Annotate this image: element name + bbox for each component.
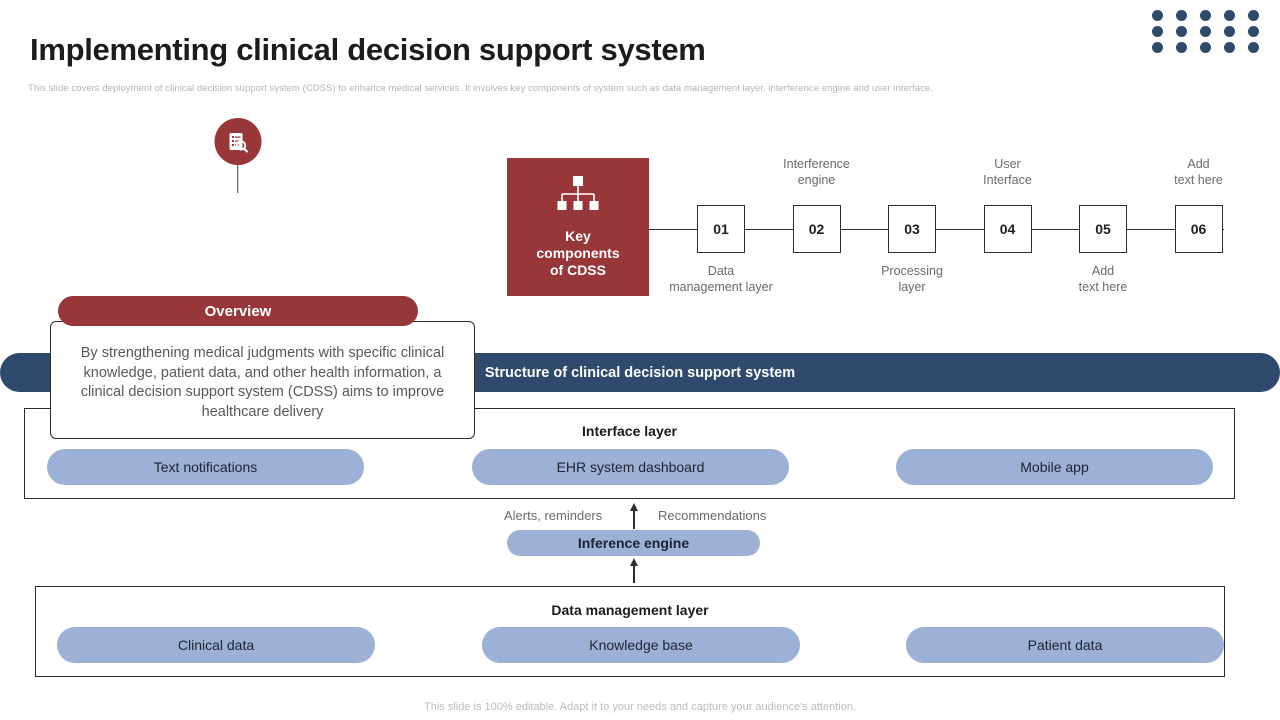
key-components-title: Key components of CDSS [536,228,619,279]
arrow-up-to-interface [626,503,642,529]
page-title: Implementing clinical decision support s… [30,32,706,67]
overview-connector [236,165,239,193]
document-search-icon [214,118,261,165]
step-box-02[interactable]: 02 [792,205,841,253]
pill-clinical-data[interactable]: Clinical data [57,627,375,663]
page-subtitle: This slide covers deployment of clinical… [28,83,933,94]
dot-grid-icon [1152,10,1272,58]
arrow-up-to-inference [626,558,642,583]
step-box-03[interactable]: 03 [888,205,936,253]
kc-line-1: Key [565,228,591,244]
pill-ehr-system-dashboard[interactable]: EHR system dashboard [472,449,789,485]
overview-text-box: By strengthening medical judgments with … [50,321,475,439]
hierarchy-icon [555,175,601,218]
data-management-layer-panel: Data management layer Clinical data Know… [35,586,1225,677]
overview-body-text: By strengthening medical judgments with … [80,345,445,420]
data-management-layer-title: Data management layer [551,602,709,618]
pill-knowledge-base[interactable]: Knowledge base [482,627,800,663]
interface-layer-title: Interface layer [582,423,677,439]
recommendations-label: Recommendations [658,508,767,523]
pill-patient-data[interactable]: Patient data [906,627,1224,663]
flow-line [649,229,1224,231]
step-box-05[interactable]: 05 [1079,205,1127,253]
alerts-reminders-label: Alerts, reminders [504,508,603,523]
kc-line-3: of CDSS [549,262,606,278]
overview-card: By strengthening medical judgments with … [25,118,475,444]
step-box-01[interactable]: 01 [697,205,745,253]
kc-line-2: components [536,245,620,261]
footer-note: This slide is 100% editable. Adapt it to… [424,701,856,713]
flow-connector-group [649,158,1249,298]
pill-text-notifications[interactable]: Text notifications [47,449,364,485]
inference-engine-pill[interactable]: Inference engine [507,530,760,556]
key-components-box: Key components of CDSS [507,158,649,296]
step-box-06[interactable]: 06 [1174,205,1223,253]
overview-icon-area [25,118,450,193]
pill-mobile-app[interactable]: Mobile app [896,449,1213,485]
overview-heading-pill: Overview [58,296,418,326]
step-box-04[interactable]: 04 [983,205,1032,253]
